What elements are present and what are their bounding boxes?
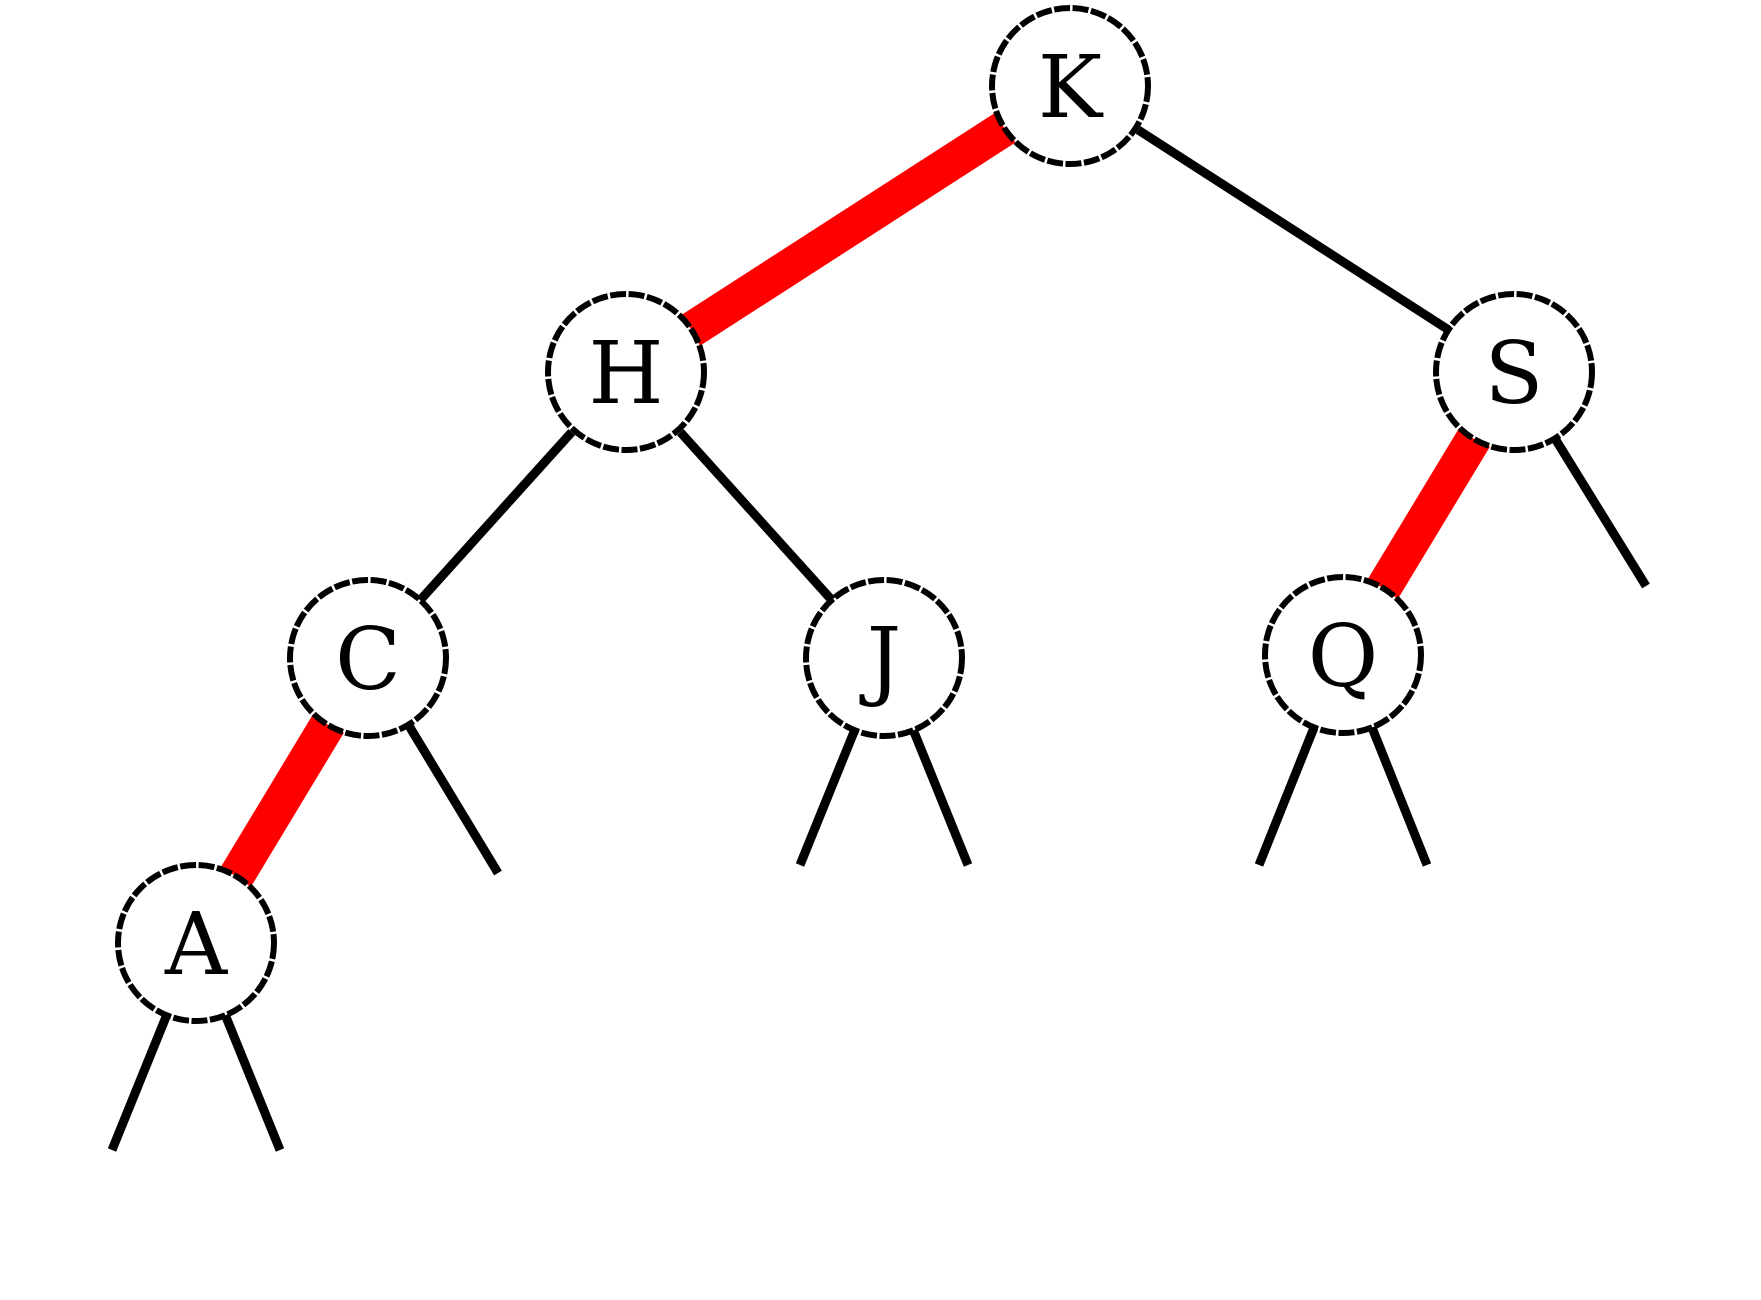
black-null-link-c-right [403, 720, 502, 876]
tree-node-h: H [545, 291, 707, 453]
black-null-link-j-right [908, 726, 973, 867]
red-link-s-q [1367, 428, 1490, 599]
node-label: A [164, 895, 228, 995]
black-null-link-a-left [107, 1011, 172, 1152]
black-link-h-c [389, 429, 576, 634]
node-circle [1262, 574, 1424, 736]
tree-node-s: S [1433, 291, 1595, 453]
node-label: C [335, 610, 401, 710]
node-circle [989, 5, 1151, 167]
node-circle [115, 862, 277, 1024]
black-null-link-j-left [795, 726, 860, 867]
tree-node-a: A [115, 862, 277, 1024]
node-label: Q [1308, 607, 1379, 707]
node-label: S [1485, 324, 1544, 424]
node-label: J [859, 610, 901, 710]
node-circle [287, 577, 449, 739]
black-link-k-s [1135, 126, 1492, 360]
node-circle [803, 577, 965, 739]
red-link-k-h [680, 112, 1016, 346]
node-label: K [1038, 38, 1104, 138]
red-link-c-a [220, 714, 344, 887]
tree-node-c: C [287, 577, 449, 739]
black-null-link-a-right [220, 1011, 285, 1152]
tree-node-q: Q [1262, 574, 1424, 736]
node-circle [545, 291, 707, 453]
black-null-link-q-right [1367, 723, 1432, 867]
tree-node-k: K [989, 5, 1151, 167]
tree-node-j: J [803, 577, 965, 739]
nodes-layer: K H S C J Q A [115, 5, 1595, 1024]
black-null-link-q-left [1254, 723, 1319, 867]
node-label: H [589, 324, 664, 424]
node-circle [1433, 291, 1595, 453]
black-null-link-s-right [1550, 434, 1650, 589]
links-layer [107, 112, 1650, 1152]
